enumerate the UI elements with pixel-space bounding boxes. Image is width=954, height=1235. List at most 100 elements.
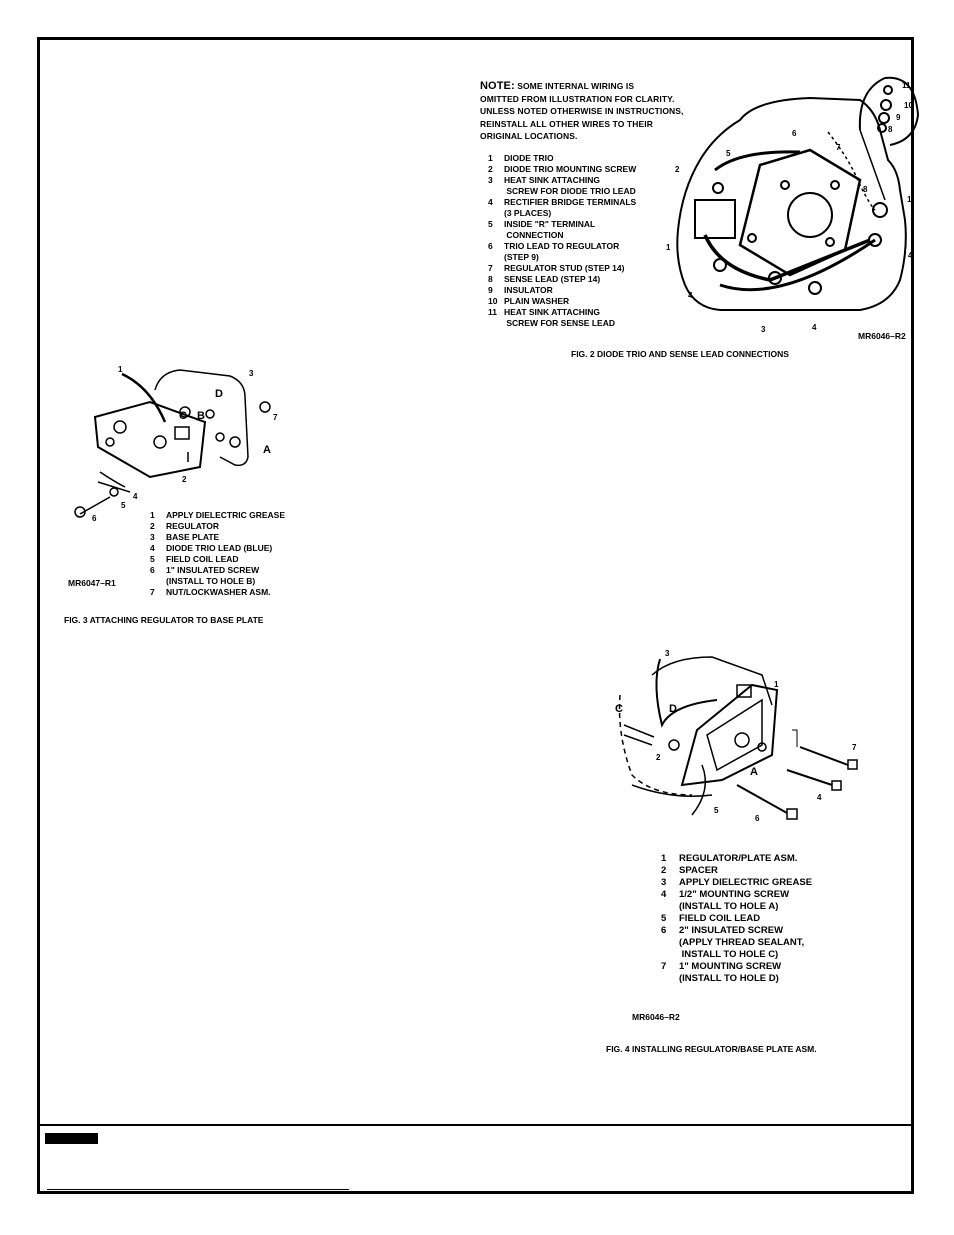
legend-number: 1	[488, 153, 493, 163]
legend-text: REGULATOR STUD (STEP 14)	[504, 263, 625, 273]
legend-item: 2 REGULATOR	[150, 521, 320, 532]
legend-item: 3 BASE PLATE	[150, 532, 320, 543]
fig3-callout-4: 4	[133, 492, 138, 501]
fig2-callout-7: 7	[836, 143, 841, 152]
fig2-callout-9: 9	[896, 113, 901, 122]
legend-number: 2	[150, 521, 155, 531]
fig4-callout-2: 2	[656, 753, 661, 762]
fig2-note-line: OMITTED FROM ILLUSTRATION FOR CLARITY.	[480, 93, 675, 104]
fig2-callout-8: 8	[888, 125, 893, 134]
fig4-callout-6: 6	[755, 814, 760, 823]
legend-text: 1" MOUNTING SCREW (INSTALL TO HOLE D)	[679, 961, 782, 984]
fig3-callout-7: 7	[273, 413, 278, 422]
legend-text: SPACER	[679, 865, 718, 876]
fig4-callout-1: 1	[774, 680, 779, 689]
legend-number: 7	[488, 263, 493, 273]
legend-text: 1/2" MOUNTING SCREW (INSTALL TO HOLE A)	[679, 889, 790, 912]
legend-number: 2	[661, 865, 667, 876]
legend-number: 4	[488, 197, 493, 207]
legend-number: 2	[488, 164, 493, 174]
fig4-callout-5: 5	[714, 806, 719, 815]
fig2-callout-10: 10	[904, 101, 913, 110]
fig2-legend: 1 DIODE TRIO 2 DIODE TRIO MOUNTING SCREW 3…	[488, 153, 668, 329]
legend-number: 6	[150, 565, 155, 575]
fig2-callout-3: 3	[761, 325, 766, 334]
fig4-regulator-plate-drawing: 3 1 2 7 4 5 6 C D A	[615, 649, 858, 823]
legend-number: 7	[661, 961, 667, 972]
legend-item: 4 RECTIFIER BRIDGE TERMINALS (3 PLACES)	[488, 197, 668, 219]
legend-item: 6 2" INSULATED SCREW (APPLY THREAD SEALAN…	[661, 925, 846, 961]
legend-number: 1	[661, 853, 667, 864]
fig3-caption: FIG. 3 ATTACHING REGULATOR TO BASE PLATE	[64, 615, 264, 625]
fig2-callout-5: 5	[726, 149, 731, 158]
fig2-diode-trio-drawing: 11 10 9 8 7 6 5 2 8 1 1 4 4 3 4	[666, 76, 920, 334]
legend-item: 8 SENSE LEAD (STEP 14)	[488, 274, 668, 285]
legend-text: FIELD COIL LEAD	[166, 554, 239, 564]
fig2-caption: FIG. 2 DIODE TRIO AND SENSE LEAD CONNECT…	[571, 349, 789, 359]
legend-number: 3	[661, 877, 667, 888]
fig3-callout-1: 1	[118, 365, 123, 374]
legend-item: 10 PLAIN WASHER	[488, 296, 668, 307]
fig3-regulator-drawing: 1 3 7 2 4 5 6 D C B A	[74, 365, 278, 522]
legend-text: HEAT SINK ATTACHING SCREW FOR SENSE LEAD	[504, 307, 615, 328]
fig2-note-line: REINSTALL ALL OTHER WIRES TO THEIR	[480, 118, 653, 129]
page-border	[37, 37, 914, 1194]
fig2-callout-1b: 1	[666, 243, 671, 252]
fig3-hole-a: A	[263, 444, 271, 456]
legend-number: 7	[150, 587, 155, 597]
fig2-note-line: ORIGINAL LOCATIONS.	[480, 131, 578, 141]
fig4-hole-d: D	[669, 703, 677, 715]
fig2-callout-2: 2	[675, 165, 680, 174]
fig2-callout-4c: 4	[812, 323, 817, 332]
fig3-code: MR6047–R1	[68, 578, 116, 588]
fig2-code: MR6046–R2	[858, 331, 906, 341]
legend-number: 6	[661, 925, 667, 936]
fig2-callout-4b: 4	[688, 291, 693, 300]
legend-text: PLAIN WASHER	[504, 296, 570, 306]
fig2-note-line: SOME INTERNAL WIRING IS	[517, 81, 635, 91]
fig2-callout-4: 4	[908, 251, 913, 260]
legend-item: 7 REGULATOR STUD (STEP 14)	[488, 263, 668, 274]
legend-number: 3	[488, 175, 493, 185]
legend-number: 3	[150, 532, 155, 542]
legend-text: SENSE LEAD (STEP 14)	[504, 274, 601, 284]
legend-number: 5	[488, 219, 493, 229]
legend-text: DIODE TRIO LEAD (BLUE)	[166, 543, 273, 553]
legend-text: RECTIFIER BRIDGE TERMINALS (3 PLACES)	[504, 197, 637, 218]
legend-text: DIODE TRIO	[504, 153, 554, 163]
fig2-callout-6: 6	[792, 129, 797, 138]
fig3-callout-2: 2	[182, 475, 187, 484]
legend-text: DIODE TRIO MOUNTING SCREW	[504, 164, 637, 174]
legend-text: TRIO LEAD TO REGULATOR (STEP 9)	[504, 241, 620, 262]
legend-item: 2 SPACER	[661, 865, 846, 877]
fig2-callout-8b: 8	[863, 185, 868, 194]
fig4-callout-4: 4	[817, 793, 822, 802]
fig3-callout-3: 3	[249, 369, 254, 378]
legend-number: 8	[488, 274, 493, 284]
fig3-callout-5: 5	[121, 501, 126, 510]
legend-text: HEAT SINK ATTACHING SCREW FOR DIODE TRIO…	[504, 175, 636, 196]
legend-number: 10	[488, 296, 498, 306]
legend-text: APPLY DIELECTRIC GREASE	[166, 510, 286, 520]
legend-item: 2 DIODE TRIO MOUNTING SCREW	[488, 164, 668, 175]
legend-text: REGULATOR	[166, 521, 220, 531]
legend-text: BASE PLATE	[166, 532, 220, 542]
legend-text: INSULATOR	[504, 285, 553, 295]
legend-number: 9	[488, 285, 493, 295]
footer-divider	[37, 1124, 914, 1126]
fig2-callout-11: 11	[902, 81, 911, 90]
legend-text: APPLY DIELECTRIC GREASE	[679, 877, 813, 888]
legend-text: 2" INSULATED SCREW (APPLY THREAD SEALANT…	[679, 925, 805, 960]
